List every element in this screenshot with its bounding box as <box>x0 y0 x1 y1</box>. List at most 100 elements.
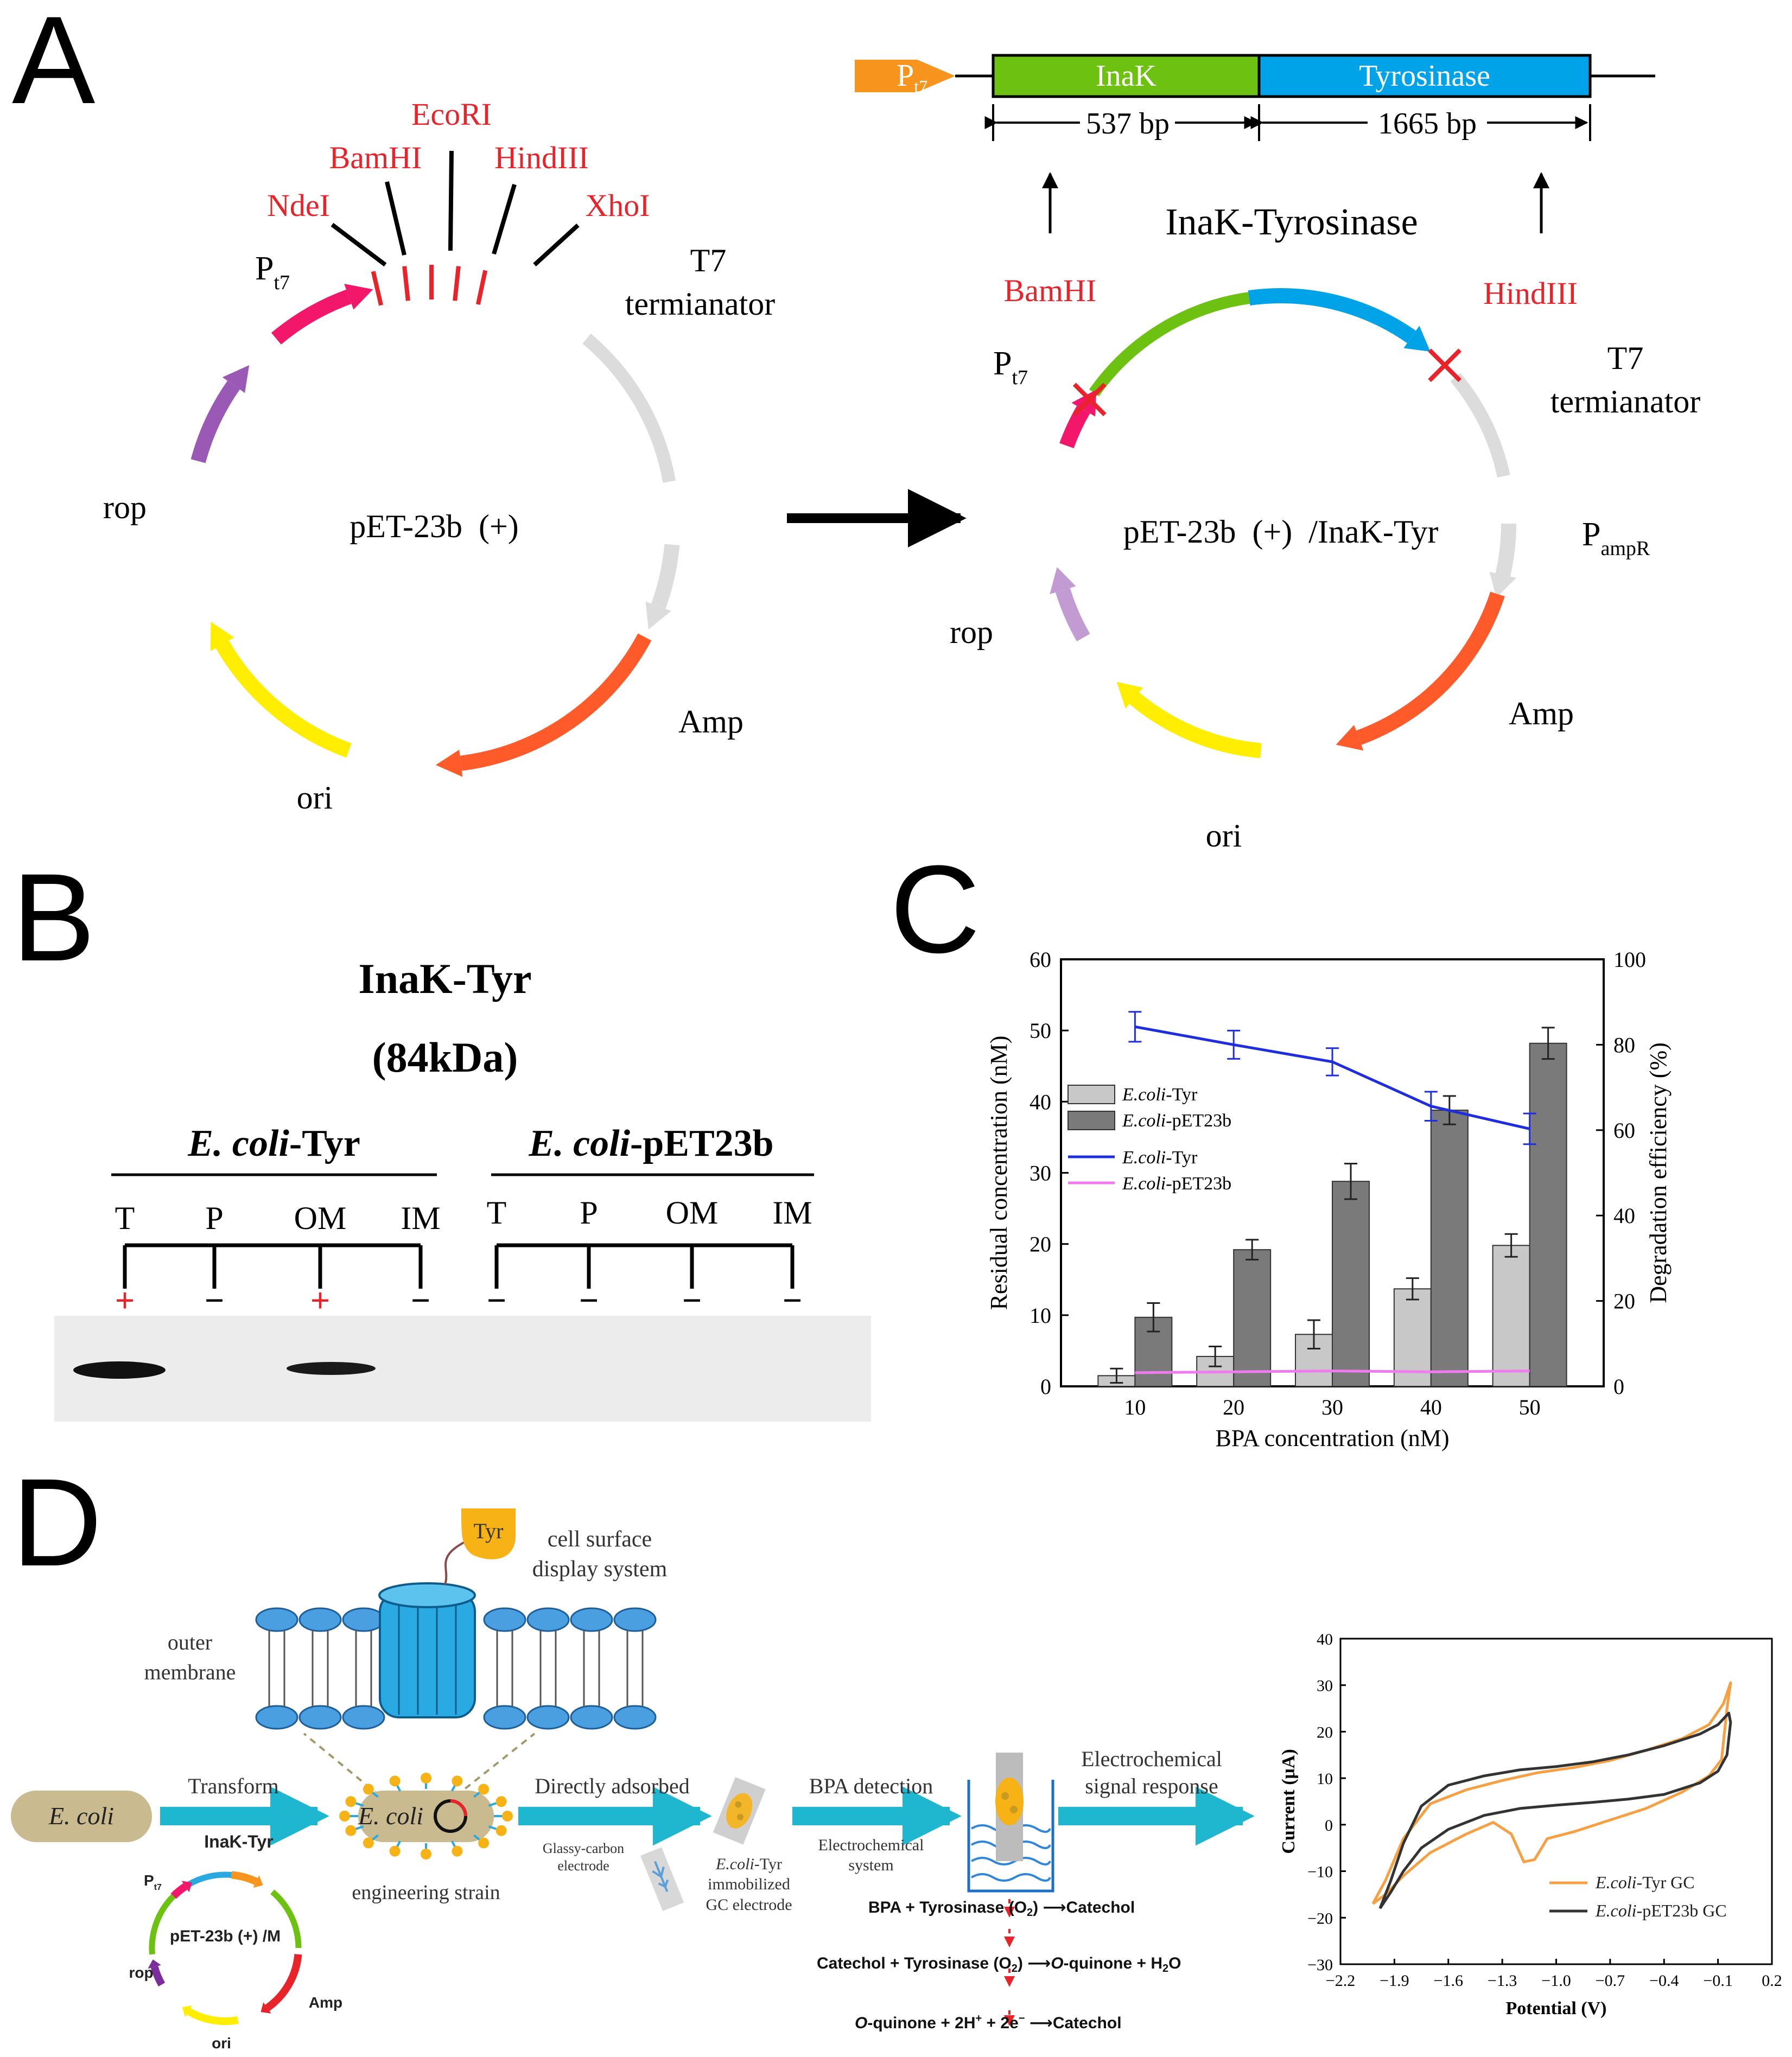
cv-y-tick-label: −20 <box>1307 1909 1333 1927</box>
plasmid-pet23b-inak-tyr: InaK-Tyrosinase pET-23b (+) /InaK-Tyr Ba… <box>950 201 1700 854</box>
surface-tyr <box>363 1784 374 1795</box>
cv-x-tick-label: −0.4 <box>1649 1972 1679 1990</box>
lipid-head <box>298 1705 342 1730</box>
y-tick-label: 60 <box>1030 947 1051 972</box>
right-pt7-label: Pt7 <box>993 345 1028 389</box>
immobilized-label-3: GC electrode <box>706 1896 792 1914</box>
cv-y-tick-label: −30 <box>1307 1956 1333 1974</box>
lipid-head <box>483 1705 526 1730</box>
tyr-enzyme-shape <box>461 1508 516 1559</box>
lipid-head <box>613 1705 657 1730</box>
echem-system-label-1: Electrochemical <box>818 1836 924 1854</box>
x-axis-label: BPA concentration (nM) <box>1216 1425 1450 1451</box>
lane-label-ecoli-tyr: P <box>205 1200 223 1236</box>
cv-y-tick-label: 10 <box>1317 1770 1333 1788</box>
right-hindiii-label: HindIII <box>1483 276 1578 311</box>
y-tick-label: 10 <box>1030 1303 1051 1328</box>
right-rop-label: rop <box>950 614 993 650</box>
lipid-head <box>526 1705 570 1730</box>
panel-label-b: B <box>12 848 95 987</box>
lipid-head <box>255 1607 298 1632</box>
left-pt7-label: Pt7 <box>255 250 290 294</box>
lipid-head <box>298 1607 342 1632</box>
immobilized-electrode-icon <box>713 1777 766 1845</box>
restriction-sites: NdeI BamHI EcoRI HindIII XhoI <box>267 97 650 267</box>
equation-1: BPA + Tyrosinase (O2) ⟶Catechol <box>868 1899 1135 1919</box>
bar-1 <box>1430 1110 1469 1387</box>
gene-cassette: Pt7 InaK Tyrosinase 537 bp 1665 bp <box>855 54 1655 233</box>
rop-arrow <box>1055 588 1090 641</box>
y-axis-label: Residual concentration (nM) <box>986 1036 1012 1310</box>
lane-label-ecoli-tyr: T <box>115 1200 135 1236</box>
electrochemical-cell-beaker <box>967 1753 1054 1893</box>
plasmid-pet23b: pET-23b (+) NdeI BamHI EcoRI HindIII Xho… <box>103 97 775 816</box>
rop-arrow <box>190 380 240 463</box>
cv-legend-label: E.coli-pET23b GC <box>1595 1901 1727 1920</box>
band-ecoli-tyr-om <box>287 1362 376 1375</box>
band-ecoli-tyr-total <box>73 1361 166 1379</box>
cv-series-1 <box>1378 1711 1732 1909</box>
right-plasmid-title: InaK-Tyrosinase <box>1165 201 1418 243</box>
tyrosinase-label: Tyrosinase <box>1359 59 1490 93</box>
y2-tick-label: 20 <box>1613 1289 1635 1314</box>
left-rop-label: rop <box>103 489 147 525</box>
site-tick <box>402 266 410 301</box>
surface-tyr <box>478 1837 490 1849</box>
site-hindiii: HindIII <box>494 140 589 175</box>
gce-label-1: Glassy-carbon <box>543 1841 624 1856</box>
cv-x-tick-label: −0.1 <box>1703 1972 1732 1990</box>
site-tick <box>475 270 488 305</box>
x-tick-label: 40 <box>1420 1395 1442 1419</box>
lane-label-ecoli-pet23b: OM <box>666 1195 719 1231</box>
cv-x-tick-label: −1.0 <box>1541 1972 1571 1990</box>
t7-terminator-segment <box>582 333 676 483</box>
lane-label-ecoli-pet23b: P <box>580 1195 598 1231</box>
cv-y-tick-label: 0 <box>1325 1817 1333 1835</box>
lipid-head <box>613 1607 657 1632</box>
right-plasmid-name: pET-23b (+) /InaK-Tyr <box>1123 514 1439 550</box>
bpa-detection-label: BPA detection <box>809 1774 933 1798</box>
cv-x-axis-label: Potential (V) <box>1505 1998 1606 2018</box>
y-tick-label: 40 <box>1030 1090 1051 1114</box>
cv-legend-label: E.coli-Tyr GC <box>1595 1873 1695 1892</box>
inak-tyr-label: InaK-Tyr <box>204 1832 273 1851</box>
mini-plasmid-name: pET-23b (+) /M <box>170 1927 281 1945</box>
transmembrane-protein <box>378 1540 476 1718</box>
lane-sign: − <box>205 1281 224 1320</box>
cv-y-tick-label: −10 <box>1307 1863 1333 1881</box>
cv-x-tick-label: −1.6 <box>1434 1972 1463 1990</box>
bar-1 <box>1529 1042 1567 1387</box>
x-tick-label: 50 <box>1519 1395 1541 1419</box>
surface-tyr <box>389 1775 401 1787</box>
inak-segment-ring <box>1089 292 1250 397</box>
mini-ori-label: ori <box>212 2035 231 2052</box>
pt7-arrow-head <box>344 284 373 310</box>
mini-ori <box>187 2008 239 2025</box>
left-ori-label: ori <box>297 780 333 816</box>
mini-rop-label: rop <box>129 1964 153 1981</box>
panel-d-schematic: Tyr cell surface display system outer me… <box>11 1508 1782 2052</box>
y2-tick-label: 40 <box>1613 1203 1635 1228</box>
site-xhoi: XhoI <box>585 188 650 223</box>
ori-arrow <box>1129 692 1262 759</box>
engineering-strain-cell: E. coli <box>339 1773 513 1859</box>
y-tick-label: 30 <box>1030 1161 1051 1186</box>
bar-1 <box>1332 1181 1370 1387</box>
y2-tick-label: 60 <box>1613 1118 1635 1143</box>
legend-label: E.coli-Tyr <box>1122 1148 1198 1168</box>
cv-x-tick-label: −1.9 <box>1380 1972 1409 1990</box>
mini-pt7-label: Pt7 <box>144 1872 162 1892</box>
legend-swatch <box>1067 1085 1115 1104</box>
directly-adsorbed-label: Directly adsorbed <box>535 1774 689 1798</box>
lipid-head <box>255 1705 298 1730</box>
x-tick-label: 10 <box>1124 1395 1146 1419</box>
mini-amp-label: Amp <box>309 1994 342 2011</box>
signal-response-label-1: Electrochemical <box>1081 1747 1222 1771</box>
left-amp-label: Amp <box>678 704 744 740</box>
rop-arrow-head <box>222 365 250 393</box>
left-t7-label-1: T7 <box>690 243 727 278</box>
surface-tyr <box>363 1837 374 1849</box>
surface-tyr <box>345 1825 357 1836</box>
equation-3: O-quinone + 2H+ + 2e− ⟶Catechol <box>855 2013 1122 2032</box>
